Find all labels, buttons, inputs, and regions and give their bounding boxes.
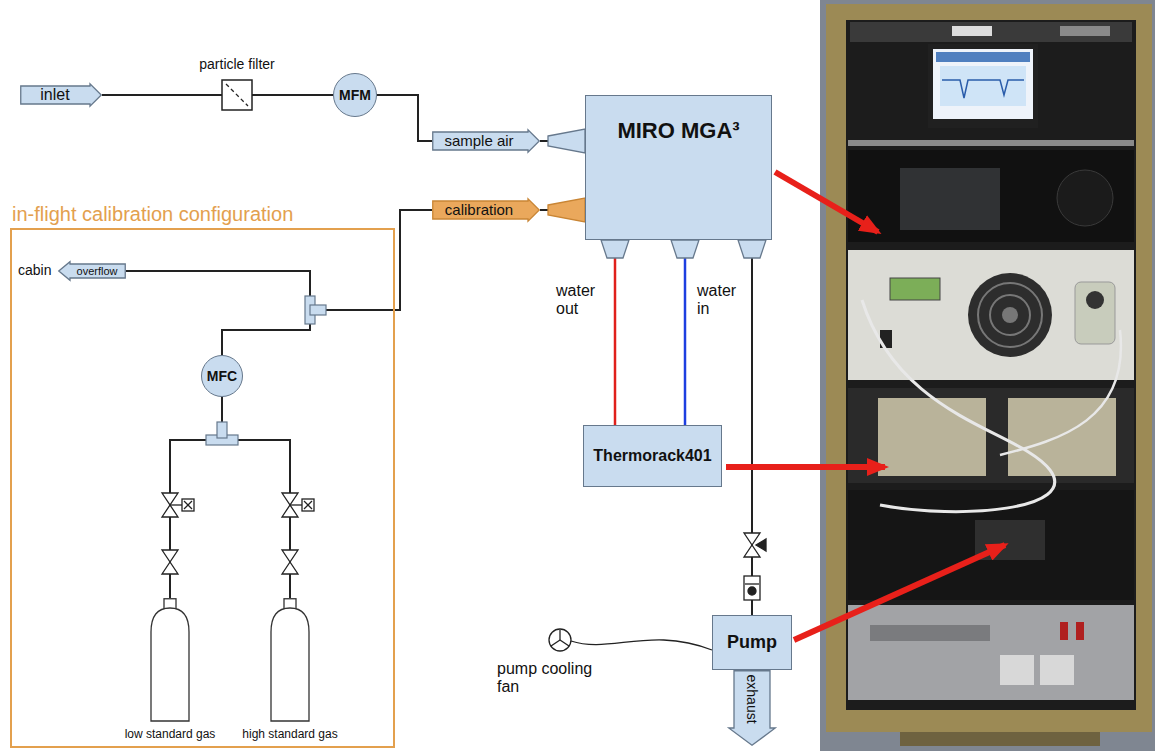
pointer-arrow — [726, 172, 1005, 640]
tee-fitting — [206, 296, 326, 445]
valve-symbol — [744, 533, 766, 600]
pipe-connector — [377, 95, 432, 141]
pipe-connector — [222, 397, 290, 598]
node-label: high standard gas — [242, 728, 337, 742]
destination-label: cabin — [18, 262, 51, 278]
node-label: Pump — [727, 632, 777, 653]
node-label: exhaust — [744, 674, 760, 723]
port-arrow: sample air — [432, 129, 540, 153]
pipe-connector — [126, 271, 310, 355]
pipe-connector — [751, 240, 753, 615]
pipe-connector — [222, 210, 432, 355]
chiller-box: Thermorack401 — [583, 425, 722, 487]
pipe-connector — [170, 397, 222, 598]
node-label: MFM — [339, 87, 371, 103]
node-outline — [270, 598, 310, 722]
node-label: calibration — [445, 201, 513, 218]
flow-meter-circle: MFM — [333, 73, 377, 117]
edge-label: water out — [556, 282, 606, 319]
part-label: pump cooling fan — [497, 660, 602, 697]
node-label: overflow — [77, 265, 118, 278]
inlet-arrow: inlet — [20, 83, 102, 107]
node-label: sample air — [444, 132, 513, 149]
edge-label: water in — [697, 282, 747, 319]
calibration-region: in-flight calibration configurationoverf… — [10, 228, 395, 748]
gas-cylinder: high standard gas — [270, 598, 310, 722]
pump-box: Pump — [712, 615, 792, 670]
node-label: Thermorack401 — [593, 447, 711, 465]
node-label: MIRO MGA³ — [617, 118, 739, 143]
node-outline — [150, 598, 190, 722]
fan-symbol — [549, 629, 712, 651]
gas-cylinder: low standard gas — [150, 598, 190, 722]
node-label: in-flight calibration configuration — [12, 203, 312, 226]
pipe-connector — [614, 240, 617, 425]
node-label: MFC — [207, 368, 237, 384]
pipe-connector — [684, 240, 687, 425]
overflow-arrow: overflow — [58, 261, 126, 281]
exhaust-arrow: exhaust — [728, 670, 776, 746]
part-label: particle filter — [187, 56, 287, 72]
node-label: inlet — [40, 86, 69, 104]
flow-controller-circle: MFC — [201, 355, 243, 397]
particle-filter-symbol — [222, 80, 252, 110]
pipe-connector — [102, 94, 333, 96]
calibration-arrow: calibration — [432, 198, 540, 222]
analyzer-box: MIRO MGA³ — [585, 95, 772, 240]
valve-symbol — [162, 493, 314, 574]
node-label: low standard gas — [125, 728, 216, 742]
rack-photo — [820, 0, 1155, 751]
